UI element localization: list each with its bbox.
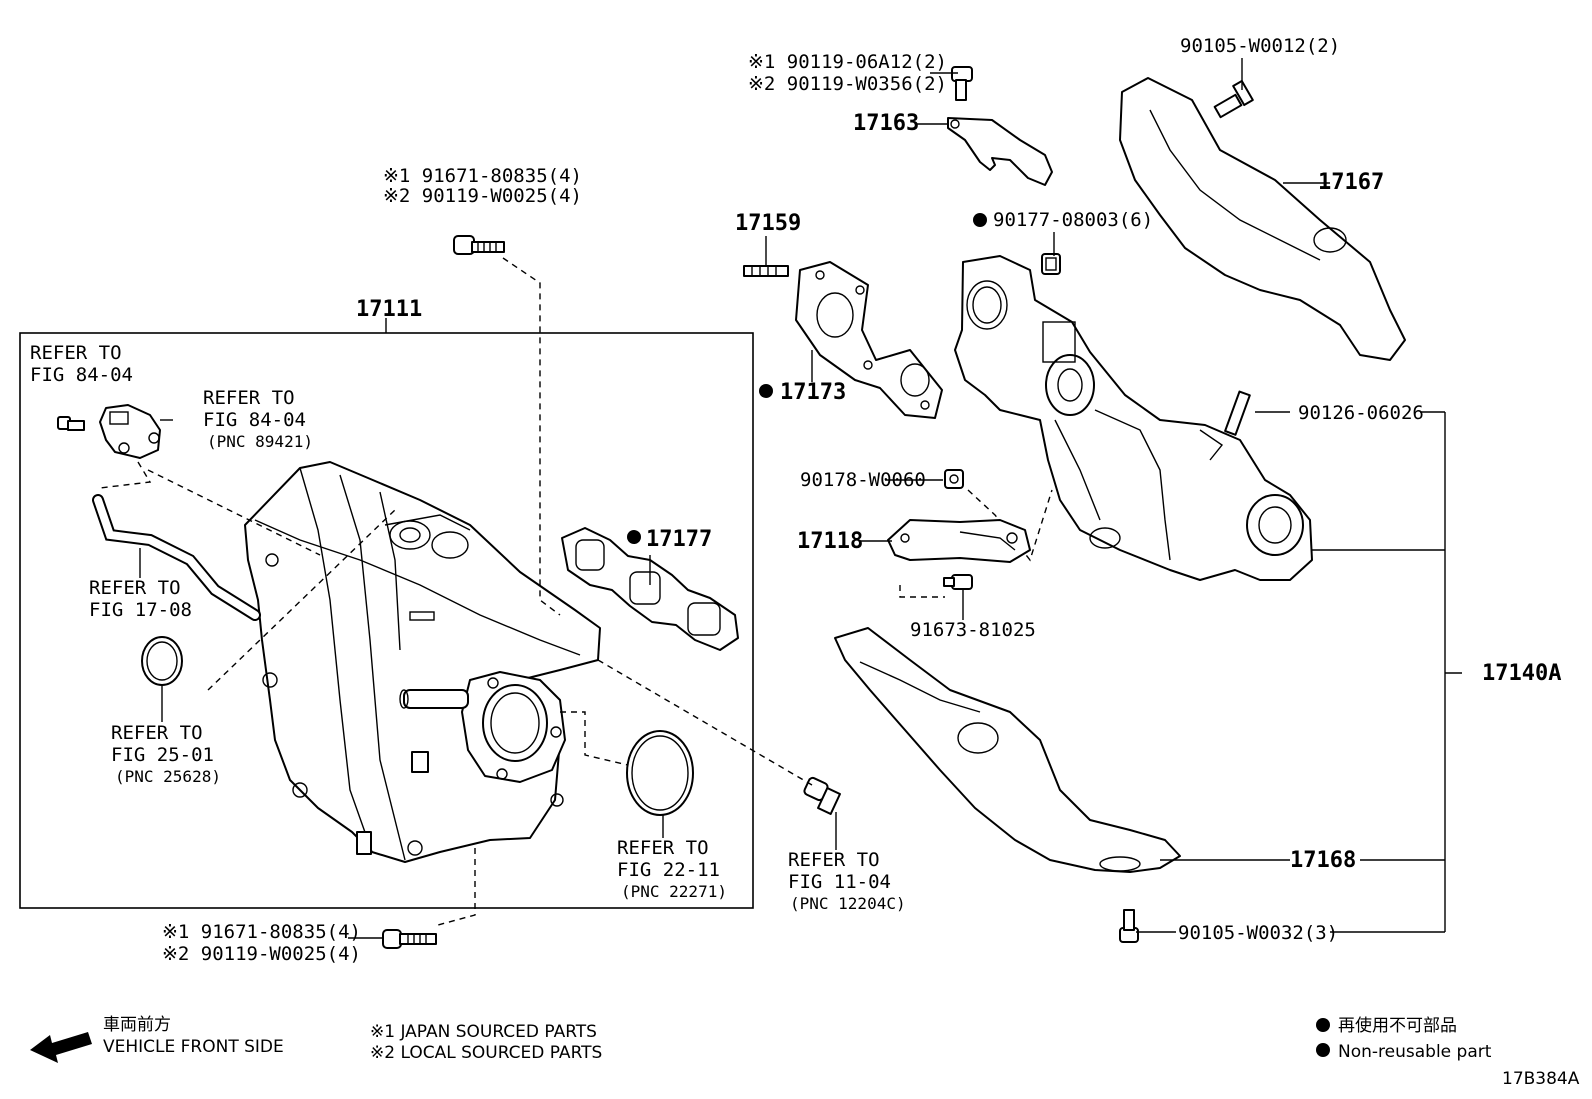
- label-refer-d-3: (PNC 25628): [115, 767, 221, 786]
- label-bolt-w0032: 90105-W0032(3): [1178, 922, 1338, 944]
- label-refer-c-2: FIG 17-08: [89, 599, 192, 621]
- small-screw-icon: [57, 416, 85, 431]
- label-bolt-bot-1: ※1 91671-80835(4): [162, 921, 361, 943]
- legend-src2: ※2 LOCAL SOURCED PARTS: [370, 1043, 602, 1063]
- non-reusable-dot-icon: [1316, 1018, 1330, 1032]
- exhaust-gasket-17173[interactable]: [795, 261, 943, 419]
- heat-insulator-17168[interactable]: [834, 627, 1181, 873]
- bracket-17118[interactable]: [887, 519, 1031, 563]
- label-17111: 17111: [356, 297, 422, 322]
- label-17118: 17118: [797, 529, 863, 554]
- label-bolt-shield-top: 90105-W0012(2): [1180, 35, 1340, 57]
- front-arrow-icon: [30, 1032, 92, 1063]
- legend-front-en: VEHICLE FRONT SIDE: [103, 1037, 284, 1057]
- legend-src1: ※1 JAPAN SOURCED PARTS: [370, 1022, 597, 1042]
- sensor-stud[interactable]: [803, 776, 841, 815]
- bolt-w0032-icon: [1119, 909, 1139, 943]
- bracket-17163[interactable]: [947, 117, 1053, 186]
- label-bolt-top-2: ※2 90119-W0356(2): [748, 73, 947, 95]
- label-17140a: 17140A: [1482, 661, 1561, 686]
- label-refer-f-1: REFER TO: [788, 849, 880, 871]
- bolt-manifold-bottom-icon: [382, 929, 437, 949]
- bolt-17163-icon: [951, 66, 973, 101]
- sensor-part[interactable]: [99, 404, 161, 459]
- intake-gasket-17177[interactable]: [561, 527, 739, 651]
- non-reusable-dot-icon: [627, 530, 641, 544]
- o-ring-small[interactable]: [141, 636, 183, 686]
- label-bolt-mid-2: ※2 90119-W0025(4): [383, 185, 582, 207]
- label-17167: 17167: [1318, 170, 1384, 195]
- legend-nonreuse-jp: 再使用不可部品: [1338, 1015, 1457, 1036]
- nut-08003-icon: [1041, 253, 1061, 275]
- label-refer-d-2: FIG 25-01: [111, 744, 214, 766]
- hose-part[interactable]: [92, 494, 261, 621]
- label-refer-e-3: (PNC 22271): [621, 882, 727, 901]
- label-bolt-mid-1: ※1 91671-80835(4): [383, 165, 582, 187]
- label-refer-d-1: REFER TO: [111, 722, 203, 744]
- label-17163: 17163: [853, 111, 919, 136]
- label-nut-08003: 90177-08003(6): [993, 209, 1153, 231]
- label-refer-e-2: FIG 22-11: [617, 859, 720, 881]
- label-bolt-top-1: ※1 90119-06A12(2): [748, 51, 947, 73]
- non-reusable-dot-icon: [973, 213, 987, 227]
- legend-nonreuse-en: Non-reusable part: [1338, 1042, 1492, 1062]
- label-stud-06026: 90126-06026: [1298, 402, 1424, 424]
- label-nut-w0060: 90178-W0060: [800, 469, 926, 491]
- bolt-81025-icon: [943, 574, 973, 590]
- label-bolt-81025: 91673-81025: [910, 619, 1036, 641]
- label-refer-a-1: REFER TO: [30, 342, 122, 364]
- bolt-shield-top-icon: [1213, 79, 1254, 119]
- label-refer-b-1: REFER TO: [203, 387, 295, 409]
- non-reusable-dot-icon: [1316, 1043, 1330, 1057]
- heat-insulator-17167[interactable]: [1119, 77, 1406, 361]
- label-refer-f-3: (PNC 12204C): [790, 894, 906, 913]
- label-refer-c-1: REFER TO: [89, 577, 181, 599]
- bolt-manifold-top-icon: [453, 235, 505, 255]
- figure-id: 17B384A: [1502, 1069, 1580, 1089]
- label-refer-b-3: (PNC 89421): [207, 432, 313, 451]
- stud-06026-icon: [1224, 390, 1251, 436]
- label-refer-b-2: FIG 84-04: [203, 409, 306, 431]
- exhaust-manifold-converter[interactable]: [954, 255, 1313, 581]
- label-bolt-bot-2: ※2 90119-W0025(4): [162, 943, 361, 965]
- nut-w0060-icon: [944, 469, 964, 489]
- label-refer-e-1: REFER TO: [617, 837, 709, 859]
- stud-17159-icon: [743, 265, 789, 277]
- intake-manifold[interactable]: [244, 461, 601, 863]
- label-refer-f-2: FIG 11-04: [788, 871, 891, 893]
- label-refer-a-2: FIG 84-04: [30, 364, 133, 386]
- legend-front-jp: 車両前方: [103, 1015, 171, 1035]
- label-17173: 17173: [780, 380, 846, 405]
- non-reusable-dot-icon: [759, 384, 773, 398]
- label-17159: 17159: [735, 211, 801, 236]
- label-17168: 17168: [1290, 848, 1356, 873]
- label-17177: 17177: [646, 527, 712, 552]
- throttle-gasket[interactable]: [626, 730, 694, 816]
